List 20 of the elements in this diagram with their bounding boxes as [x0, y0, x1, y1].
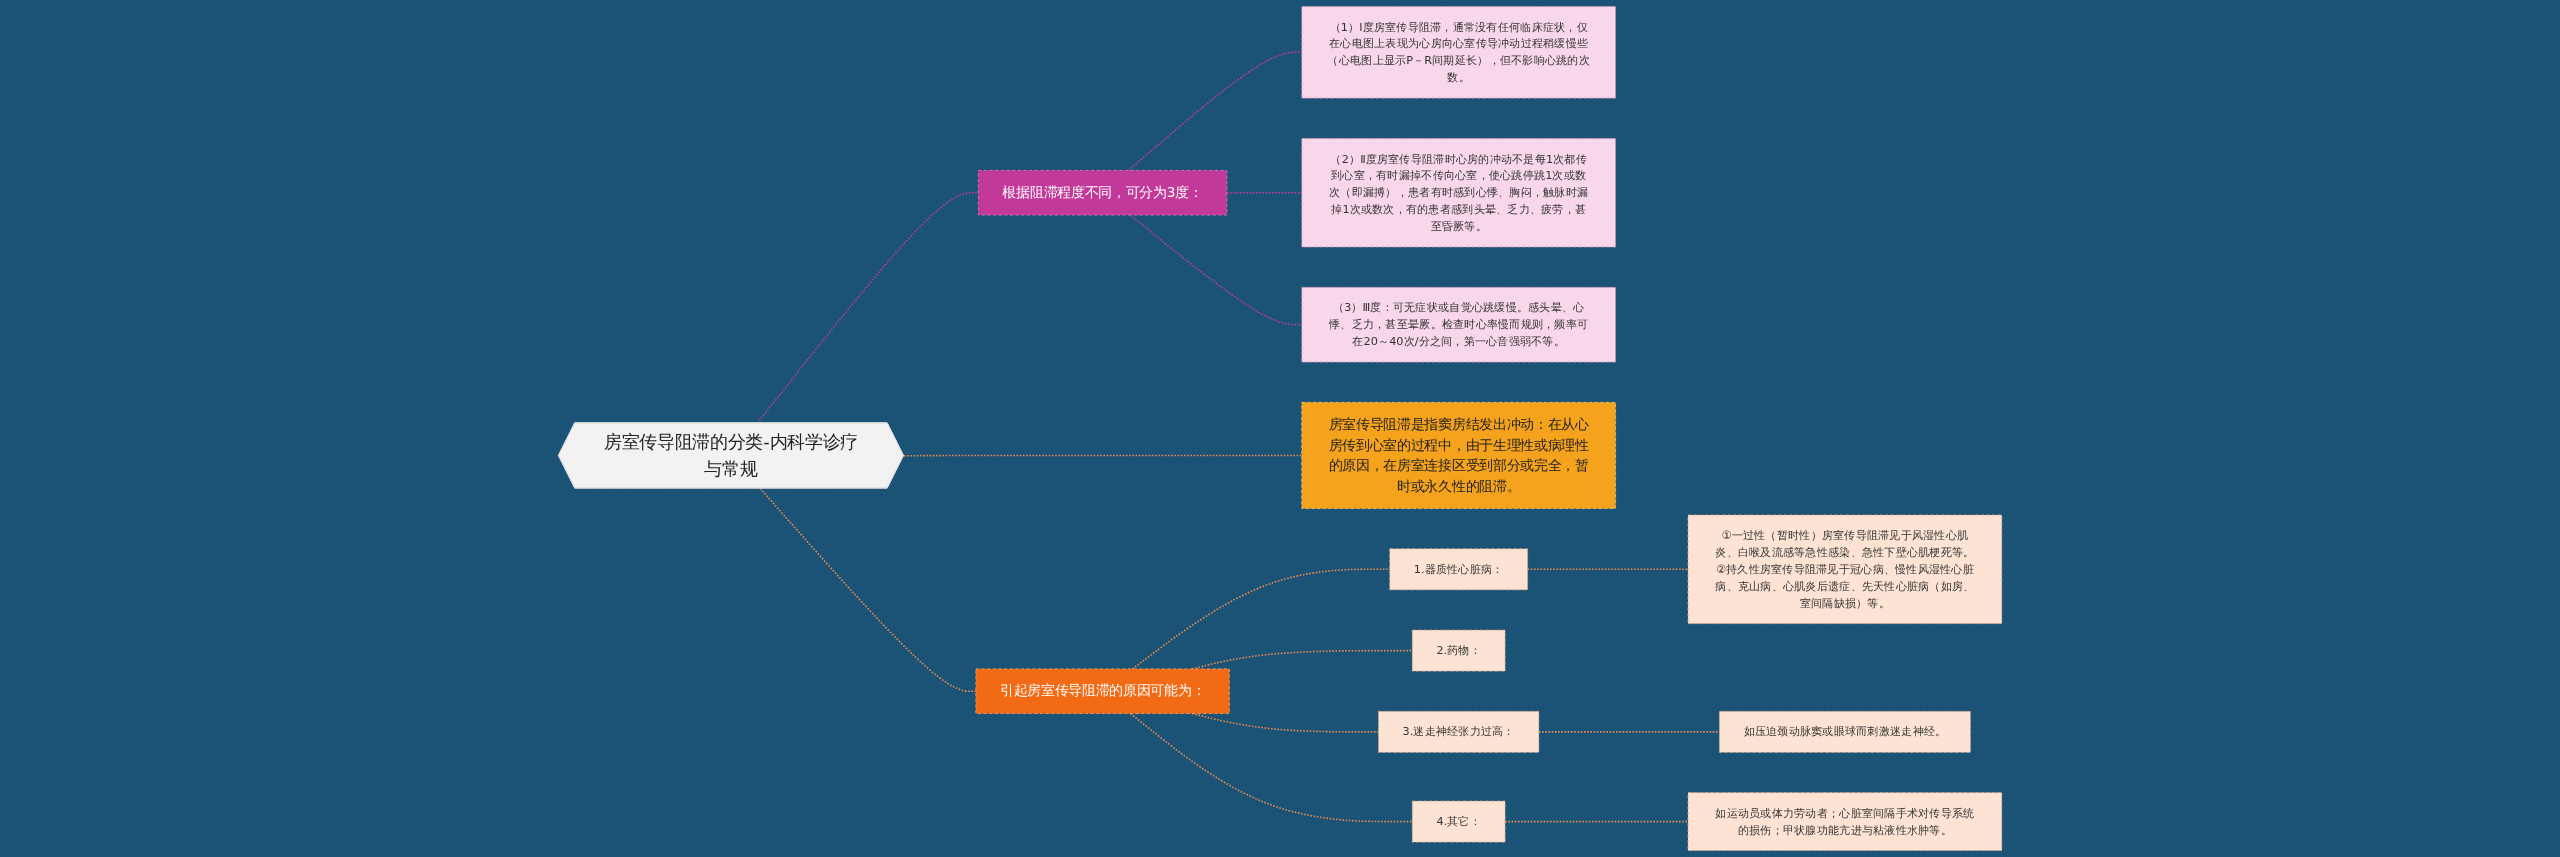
- node-box: 3.迷走神经张力过高：: [1377, 710, 1540, 753]
- connector: [1225, 191, 1303, 194]
- node-box: 4.其它：: [1411, 800, 1506, 843]
- node-box: 如运动员或体力劳动者；心脏室间隔手术对传导系统的损伤；甲状腺功能亢进与粘液性水肿等。: [1687, 792, 2003, 851]
- connector: [1526, 568, 1689, 571]
- connector: [1504, 820, 1689, 823]
- connector: [1537, 731, 1721, 733]
- node-box: 房室传导阻滞是指窦房结发出冲动：在从心房传到心室的过程中，由于生理性或病理性的原因，在房室连接区受到部分或完全，暂时或永久性的阻滞。: [1301, 401, 1616, 509]
- connector: [1129, 712, 1413, 823]
- connector: [902, 454, 1303, 457]
- node-box: 2.药物：: [1411, 629, 1506, 672]
- node-box: （3）Ⅲ度：可无症状或自觉心跳缓慢。感头晕、心悸、乏力，甚至晕厥。检查时心率慢而规则，频率可在20～40次/分之间，第一心音强弱不等。: [1301, 286, 1616, 363]
- node-box: （2）Ⅱ度房室传导阻滞时心房的冲动不是每1次都传到心室，有时漏掉不传向心室，使心跳停跳1次或数次（即漏搏），患者有时感到心悸、胸闷，触脉时漏掉1次或数次，有的患者感到头晕、乏力、疲劳，甚至昏厥等。: [1301, 138, 1616, 248]
- node-box: 1.器质性心脏病：: [1389, 548, 1528, 591]
- node-box: 如压迫颈动脉窦或眼球而刺激迷走神经。: [1718, 710, 1971, 753]
- connector: [1129, 214, 1303, 326]
- node-box: ①一过性（暂时性）房室传导阻滞见于风湿性心肌炎、白喉及流感等急性感染、急性下壁心肌梗死等。②持久性房室传导阻滞见于冠心病、慢性风湿性心脏病、克山病、心肌炎后遗症、先天性心脏病（如房、室间隔缺损）等。: [1687, 514, 2003, 625]
- node-box: 引起房室传导阻滞的原因可能为：: [975, 668, 1230, 714]
- node-box: （1）I度房室传导阻滞，通常没有任何临床症状，仅在心电图上表现为心房向心室传导冲动过程稍缓慢些（心电图上显示P－R间期延长），但不影响心跳的次数。: [1301, 6, 1616, 99]
- node-box: 根据阻滞程度不同，可分为3度：: [977, 170, 1228, 216]
